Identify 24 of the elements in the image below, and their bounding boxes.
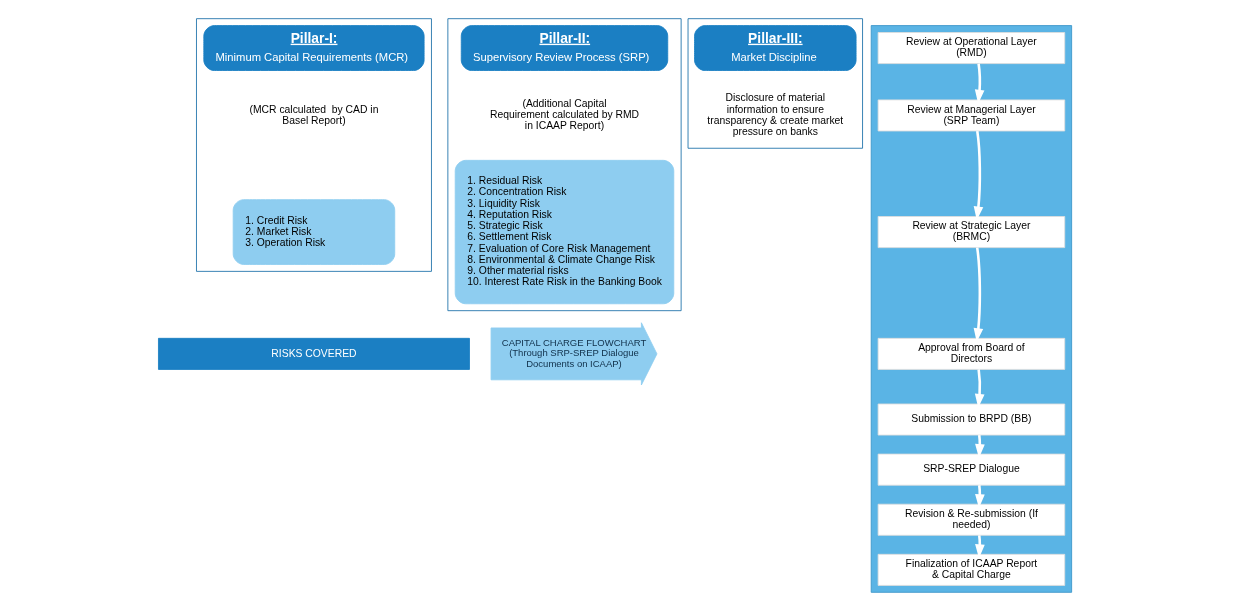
cluster — [870, 25, 1073, 593]
node-box: Review at Operational Layer (RMD) — [877, 32, 1066, 65]
node-label: (MCR calculated by CAD in Basel Report) — [249, 103, 379, 126]
node-box: Review at Managerial Layer (SRP Team) — [877, 99, 1066, 132]
arrow — [974, 63, 985, 104]
cluster — [447, 18, 682, 312]
node-box: Pillar-II: Supervisory Review Process (SRP) — [460, 25, 669, 71]
arrow — [974, 369, 985, 408]
arrow — [975, 435, 985, 458]
node-box: SRP-SREP Dialogue — [877, 453, 1066, 486]
node-box: RISKS COVERED — [158, 337, 470, 370]
node-box: Review at Strategic Layer (BRMC) — [877, 216, 1066, 249]
node-box: 1. Credit Risk 2. Market Risk 3. Operation Risk — [232, 199, 396, 265]
node-box: 1. Residual Risk 2. Concentration Risk 3. Liquidity Risk 4. Reputation Risk 5. Strategic Risk 6. Settlement Risk 7. Evaluation of Core Risk Management 8. Environmental & Climate Change Risk 9. Other material risks 10. Interest Rate Risk in the Banking Book — [454, 159, 675, 305]
node-box: Revision & Re-submission (If needed) — [877, 503, 1066, 536]
node-label: (Additional Capital Requirement calculated by RMD in ICAAP Report) — [489, 97, 640, 132]
node-label: Disclosure of material information to ensure transparency & create market pressure on banks — [707, 92, 844, 137]
node-box: Submission to BRPD (BB) — [877, 403, 1066, 436]
node-box: Finalization of ICAAP Report & Capital Charge — [877, 553, 1066, 586]
node-box: Pillar-III: Market Discipline — [694, 25, 857, 71]
node-box: Approval from Board of Directors — [877, 337, 1066, 370]
node-box: Pillar-I: Minimum Capital Requirements (MCR) — [203, 25, 425, 71]
cluster — [196, 18, 432, 272]
cluster — [687, 18, 863, 149]
